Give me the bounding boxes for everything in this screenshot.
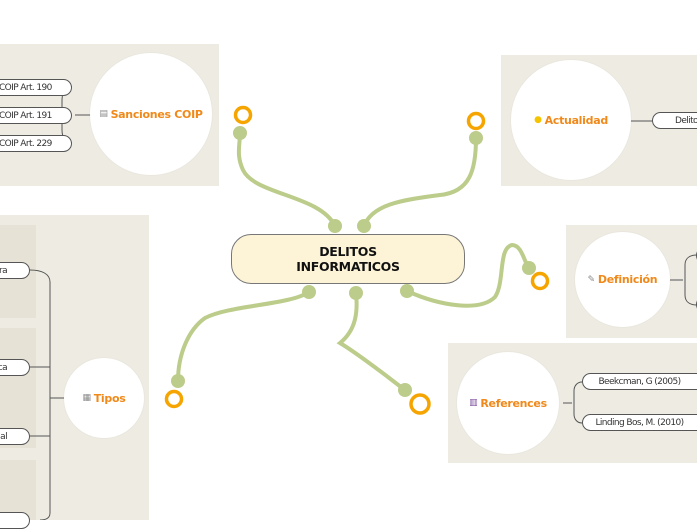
tipos-subpanel-3 [0,460,36,520]
topic-label: References [480,396,547,410]
branch-tipos [176,290,311,383]
collapse-handle [409,393,431,415]
topic-sanciones-coip[interactable]: ▤Sanciones COIP [90,53,212,175]
tipo-item-1[interactable]: ra [0,262,30,279]
notepad-icon: ▦ [82,393,92,403]
collapse-handle [466,111,486,131]
central-dot [357,219,371,233]
branch-end-dot [522,261,536,275]
central-dot [349,286,363,300]
collapse-handle [530,271,550,291]
topic-label: Definición [597,273,658,286]
document-icon: ▤ [99,109,108,119]
branch-end-dot [171,374,185,388]
tipo-item-2[interactable]: ca [0,359,30,376]
subtopic-coip-190[interactable]: COIP Art. 190 [0,79,72,96]
topic-definicion[interactable]: ✎Definición [575,232,670,327]
topic-label: Sanciones COIP [110,107,203,121]
reference-beekcman[interactable]: Beekcman, G (2005) [582,373,697,390]
pencil-note-icon: ✎ [587,274,596,285]
subtopic-coip-229[interactable]: COIP Art. 229 [0,135,72,152]
central-topic-label: DELITOS INFORMATICOS [296,244,400,274]
reference-linding-bos[interactable]: Linding Bos, M. (2010) [582,414,697,431]
topic-references[interactable]: ▥References [457,352,559,454]
branch-sanciones [236,131,337,228]
topic-label: Actualidad [544,113,609,127]
central-dot [302,285,316,299]
references-connectors [563,381,583,424]
central-topic[interactable]: DELITOS INFORMATICOS [231,234,465,284]
subtopic-delitos[interactable]: Delitos [652,112,697,129]
central-dot [400,284,414,298]
books-icon: ▥ [469,398,478,408]
collapse-handle [233,105,253,125]
tipo-item-4[interactable] [0,512,30,529]
topic-tipos[interactable]: ▦Tipos [64,358,144,438]
collapse-handle [164,389,184,409]
central-dot [328,219,342,233]
tipos-connectors [29,269,66,520]
lightbulb-icon: ● [534,115,542,125]
topic-actualidad[interactable]: ●Actualidad [511,60,631,180]
subtopic-coip-191[interactable]: COIP Art. 191 [0,107,72,124]
branch-definicion [405,242,531,308]
branch-actualidad [362,136,478,228]
branch-end-dot [469,131,483,145]
branch-end-dot [233,126,247,140]
tipo-item-3[interactable]: al [0,428,30,445]
topic-label: Tipos [93,391,126,405]
branch-references [336,291,407,392]
branch-end-dot [398,383,412,397]
